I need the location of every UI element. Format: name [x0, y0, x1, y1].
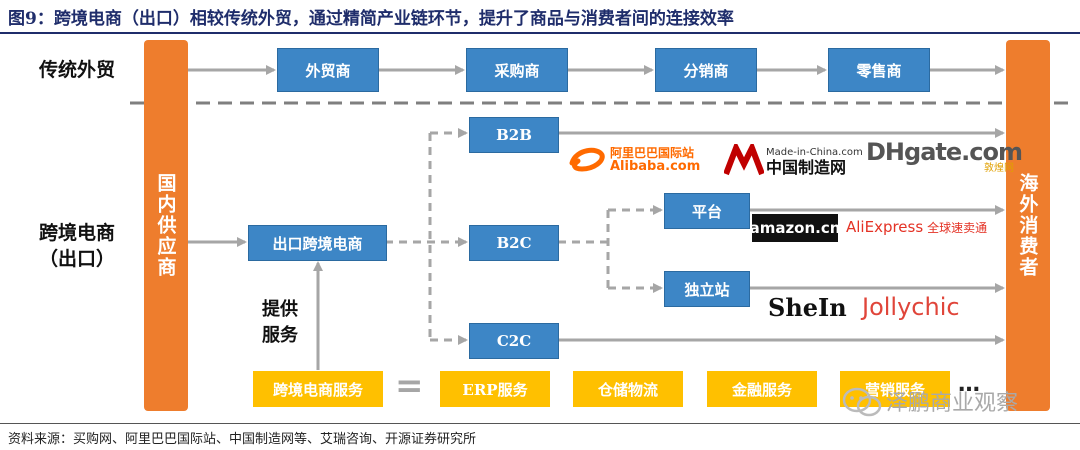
more-ellipsis: …	[958, 372, 980, 397]
mic-en-text: Made-in-China.com	[766, 147, 863, 158]
wechat-icon	[842, 387, 882, 417]
node-independent-site: 独立站	[664, 271, 750, 307]
node-export-crossborder: 出口跨境电商	[248, 225, 387, 261]
node-distributor: 分销商	[655, 48, 757, 92]
alibaba-en-text: Alibaba.com	[610, 159, 701, 174]
alibaba-logo: 阿里巴巴国际站 Alibaba.com	[568, 145, 700, 175]
node-b2b: B2B	[469, 117, 559, 153]
alibaba-icon	[569, 147, 605, 172]
watermark: 泽鹏商业观察	[842, 385, 1018, 417]
provide-label-line2: 服务	[262, 325, 298, 346]
traditional-trade-label: 传统外贸	[38, 59, 115, 81]
made-in-china-logo: Made-in-China.com 中国制造网	[724, 144, 863, 176]
dhgate-logo: DHgate.com 敦煌网	[866, 138, 1023, 174]
watermark-text: 泽鹏商业观察	[886, 391, 1019, 416]
overseas-consumer-bar: 海外消费者	[1006, 40, 1050, 411]
jollychic-logo: Jollychic	[862, 293, 960, 321]
node-c2c: C2C	[469, 323, 559, 359]
service-warehouse-logistics: 仓储物流	[573, 371, 683, 407]
crossborder-label-line1: 跨境电商	[38, 222, 115, 244]
service-crossborder: 跨境电商服务	[253, 371, 383, 407]
alibaba-cn-text: 阿里巴巴国际站	[610, 146, 695, 160]
shein-logo: SheIn	[768, 293, 847, 322]
amazon-logo: amazon.cn	[750, 214, 840, 242]
aliexpress-logo: AliExpress 全球速卖通	[846, 218, 987, 236]
equals-sign: =	[395, 366, 424, 406]
domestic-supplier-bar: 国内供应商	[144, 40, 188, 411]
mic-cn-text: 中国制造网	[766, 158, 847, 177]
figure-title: 图9：跨境电商（出口）相较传统外贸，通过精简产业链环节，提升了商品与消费者间的连…	[8, 9, 734, 29]
node-foreign-trader: 外贸商	[277, 48, 379, 92]
aliexpress-en-text: AliExpress	[846, 218, 924, 236]
node-platform: 平台	[664, 193, 750, 229]
dhgate-main-text: DHgate.com	[866, 138, 1023, 166]
provide-label-line1: 提供	[262, 299, 298, 320]
title-divider	[0, 32, 1080, 34]
crossborder-label-line2: （出口）	[38, 248, 115, 270]
dhgate-sub-text: 敦煌网	[983, 163, 1014, 174]
service-erp: ERP服务	[440, 371, 550, 407]
service-finance: 金融服务	[707, 371, 817, 407]
node-purchaser: 采购商	[466, 48, 568, 92]
node-b2c: B2C	[469, 225, 559, 261]
footer-divider	[0, 423, 1080, 424]
made-in-china-icon	[724, 144, 764, 176]
source-note: 资料来源：买购网、阿里巴巴国际站、中国制造网等、艾瑞咨询、开源证券研究所	[8, 432, 477, 447]
aliexpress-cn-text: 全球速卖通	[927, 220, 988, 235]
node-retailer: 零售商	[828, 48, 930, 92]
